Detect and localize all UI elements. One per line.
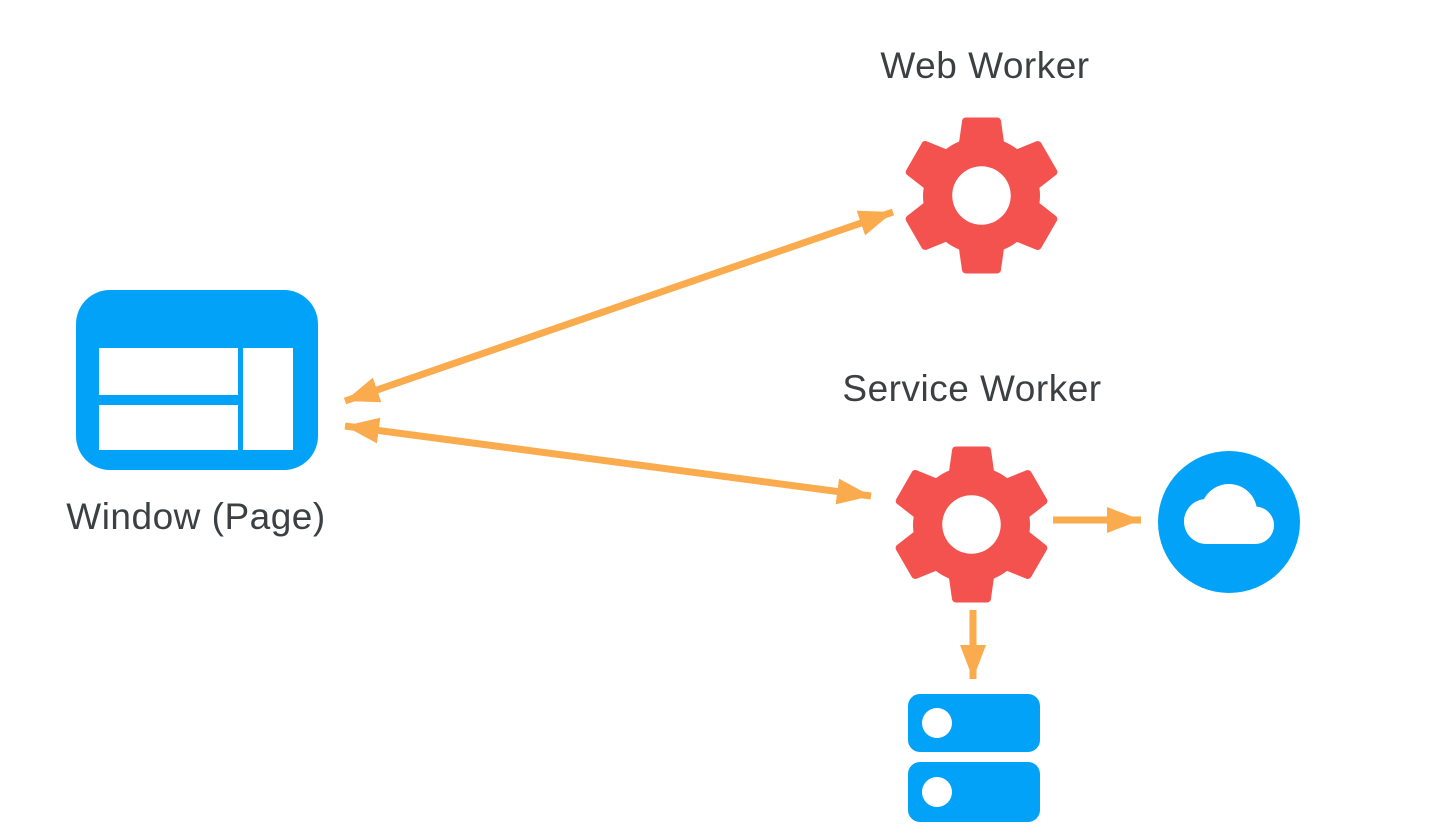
web-worker-gear-icon — [905, 117, 1058, 274]
arrow-window-webworker — [343, 208, 895, 405]
storage-disk-top — [908, 694, 1040, 752]
window-content-pane-top — [99, 348, 238, 395]
window-sidebar-pane — [243, 348, 293, 450]
browser-window-icon — [76, 290, 318, 470]
service-worker-gear-icon — [895, 446, 1048, 603]
cloud-glyph — [1184, 484, 1274, 544]
cache-storage-icon — [908, 694, 1040, 822]
storage-disk-bottom — [908, 762, 1040, 822]
gear-glyph — [895, 446, 1048, 603]
web-worker-label: Web Worker — [880, 45, 1090, 86]
service-worker-label: Service Worker — [842, 368, 1102, 409]
window-content-pane-bottom — [99, 405, 238, 450]
arrow-window-serviceworker — [344, 417, 872, 505]
window-page-label: Window (Page) — [66, 496, 326, 537]
storage-disk-top-indicator — [922, 708, 952, 738]
network-cloud-icon — [1158, 451, 1300, 593]
gear-glyph — [905, 117, 1058, 274]
storage-disk-bottom-indicator — [922, 777, 952, 807]
